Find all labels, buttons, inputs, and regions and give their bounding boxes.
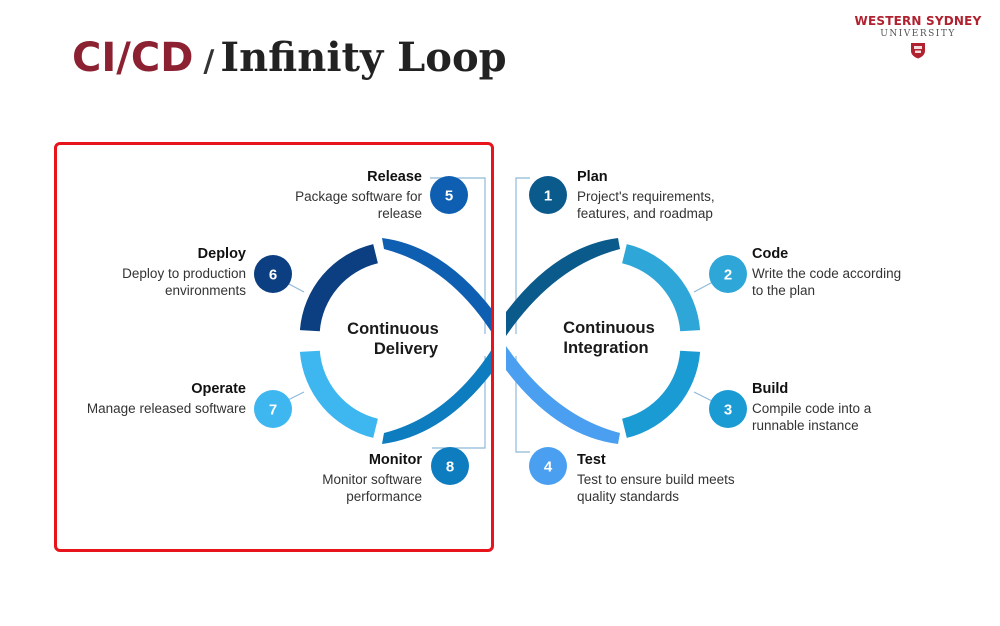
step-code: 2 Code Write the code according to the p… bbox=[709, 246, 901, 298]
step-desc-line2: to the plan bbox=[752, 283, 815, 298]
step-title: Release bbox=[367, 169, 422, 185]
step-desc-line1: Manage released software bbox=[87, 401, 246, 416]
step-deploy: 6 Deploy Deploy to production environmen… bbox=[122, 246, 292, 298]
center-label-delivery-line1: Continuous bbox=[347, 320, 439, 338]
step-desc-line1: Project's requirements, bbox=[577, 189, 715, 204]
loop-segment-release bbox=[382, 238, 494, 336]
step-desc-line1: Package software for bbox=[295, 189, 422, 204]
step-number: 4 bbox=[544, 459, 553, 476]
center-label-integration-line2: Integration bbox=[563, 339, 648, 357]
step-desc-line2: quality standards bbox=[577, 489, 679, 504]
step-title: Code bbox=[752, 246, 788, 262]
step-badge bbox=[430, 176, 468, 214]
logo-line2: UNIVERSITY bbox=[880, 29, 956, 39]
step-monitor: 8 Monitor Monitor software performance bbox=[322, 447, 469, 504]
step-badge bbox=[431, 447, 469, 485]
step-title: Build bbox=[752, 381, 788, 397]
loop-segment-deploy bbox=[299, 244, 378, 332]
center-label-delivery-line2: Delivery bbox=[374, 340, 439, 358]
step-badge bbox=[254, 390, 292, 428]
university-logo: WESTERN SYDNEY UNIVERSITY bbox=[850, 14, 986, 59]
loop-segment-plan bbox=[506, 238, 620, 336]
step-title: Deploy bbox=[198, 246, 246, 262]
step-release: 5 Release Package software for release bbox=[295, 169, 468, 221]
step-desc-line2: performance bbox=[346, 489, 422, 504]
step-desc-line2: runnable instance bbox=[752, 418, 859, 433]
step-badge bbox=[529, 176, 567, 214]
step-desc-line1: Write the code according bbox=[752, 266, 901, 281]
step-title: Plan bbox=[577, 169, 608, 185]
step-title: Monitor bbox=[369, 452, 423, 468]
step-number: 1 bbox=[544, 188, 552, 205]
step-number: 6 bbox=[269, 267, 277, 284]
highlight-frame bbox=[54, 142, 494, 552]
loop-segment-test bbox=[506, 346, 620, 444]
step-badge bbox=[709, 390, 747, 428]
title-accent: CI/CD bbox=[72, 35, 194, 81]
loop-segment-monitor bbox=[382, 346, 494, 444]
step-desc-line1: Compile code into a bbox=[752, 401, 872, 416]
loop-segment-build bbox=[622, 350, 701, 438]
step-desc-line1: Monitor software bbox=[322, 472, 422, 487]
connector-test bbox=[515, 356, 530, 453]
step-desc-line1: Test to ensure build meets bbox=[577, 472, 735, 487]
page-title: CI/CD /Infinity Loop bbox=[72, 30, 507, 90]
step-desc-line1: Deploy to production bbox=[122, 266, 246, 281]
step-number: 5 bbox=[445, 188, 453, 205]
connector-plan bbox=[515, 177, 530, 334]
step-desc-line2: features, and roadmap bbox=[577, 206, 713, 221]
step-number: 2 bbox=[724, 267, 732, 284]
step-desc-line2: release bbox=[378, 206, 422, 221]
title-separator: / bbox=[203, 44, 215, 79]
step-build: 3 Build Compile code into a runnable ins… bbox=[709, 381, 872, 433]
step-title: Operate bbox=[191, 381, 246, 397]
step-plan: 1 Plan Project's requirements, features,… bbox=[529, 169, 715, 221]
step-number: 7 bbox=[269, 402, 277, 419]
logo-line1: WESTERN SYDNEY bbox=[854, 14, 982, 28]
step-number: 8 bbox=[446, 459, 454, 476]
step-badge bbox=[254, 255, 292, 293]
step-desc-line2: environments bbox=[165, 283, 246, 298]
step-operate: 7 Operate Manage released software bbox=[87, 381, 292, 428]
step-badge bbox=[709, 255, 747, 293]
step-title: Test bbox=[577, 452, 606, 468]
loop-segment-code bbox=[622, 244, 701, 332]
loop-segment-operate bbox=[299, 350, 378, 438]
step-badge bbox=[529, 447, 567, 485]
center-label-integration-line1: Continuous bbox=[563, 319, 655, 337]
step-number: 3 bbox=[724, 402, 732, 419]
crest-icon bbox=[911, 43, 925, 59]
step-test: 4 Test Test to ensure build meets qualit… bbox=[529, 447, 735, 504]
title-rest: Infinity Loop bbox=[220, 34, 507, 81]
